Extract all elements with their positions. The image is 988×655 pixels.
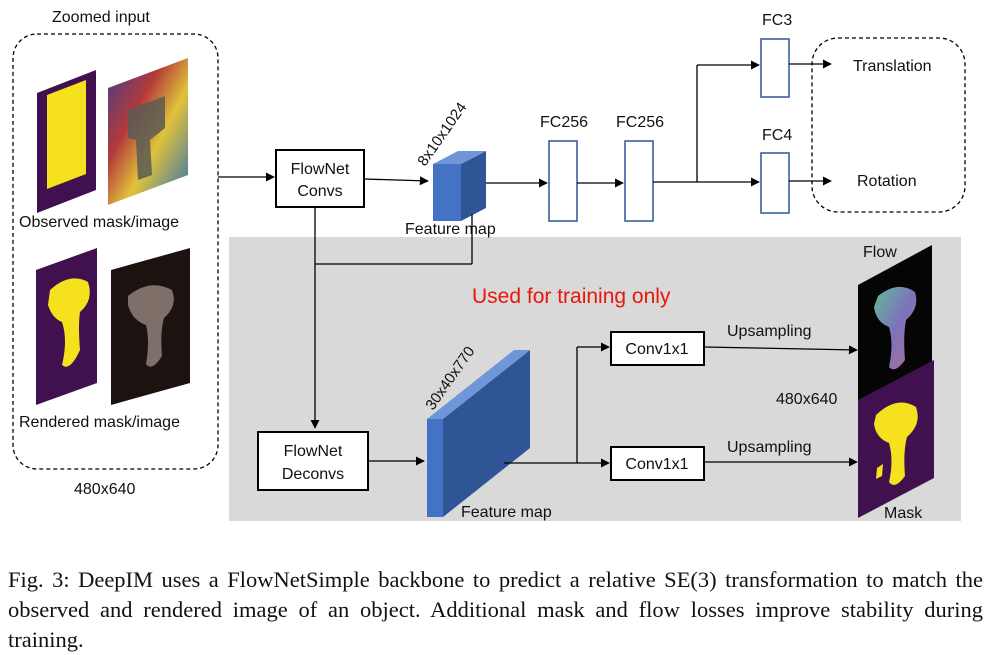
- output-size-label: 480x640: [776, 391, 837, 408]
- observed-photo-object: [128, 96, 165, 180]
- flownet-deconvs-box: [257, 431, 369, 491]
- fc3-label: FC3: [762, 12, 792, 29]
- figure-caption: Fig. 3: DeepIM uses a FlowNetSimple back…: [8, 567, 983, 652]
- input-group-box: [12, 33, 219, 470]
- upsampling-top-label: Upsampling: [727, 323, 811, 340]
- mask-label: Mask: [884, 505, 923, 522]
- observed-label: Observed mask/image: [19, 214, 179, 231]
- feature-map-bottom-side: [443, 350, 530, 517]
- mask-output-object: [874, 402, 918, 485]
- flownet-convs-line1: FlowNet: [291, 161, 350, 178]
- feature-map-top-label: Feature map: [405, 221, 496, 238]
- fc256-a-label: FC256: [540, 114, 588, 131]
- translation-label: Translation: [853, 58, 932, 75]
- fc256-a-box: [548, 140, 578, 222]
- feature-map-bottom: [427, 419, 443, 517]
- arrow-upsample-top: [703, 345, 858, 355]
- flownet-convs-line2: Convs: [297, 183, 342, 200]
- feature-map-top-topface: [433, 151, 486, 164]
- rendered-label: Rendered mask/image: [19, 414, 180, 431]
- rotation-label: Rotation: [857, 173, 917, 190]
- conv1x1-bottom-label: Conv1x1: [625, 456, 688, 473]
- conv1x1-bottom-box: [610, 446, 705, 481]
- rendered-photo-object: [128, 285, 174, 367]
- conv1x1-top-label: Conv1x1: [625, 341, 688, 358]
- observed-mask-yellow: [47, 80, 86, 189]
- upsampling-bottom-label: Upsampling: [727, 439, 811, 456]
- zoomed-input-title: Zoomed input: [52, 9, 150, 26]
- fc4-box: [760, 152, 790, 214]
- flownet-deconvs-line1: FlowNet: [284, 443, 343, 460]
- fc4-label: FC4: [762, 127, 792, 144]
- feature-map-bottom-topface: [427, 350, 530, 419]
- training-only-banner: Used for training only: [472, 285, 671, 308]
- feature-map-top-side: [461, 151, 486, 221]
- feature-map-top: [433, 164, 461, 221]
- flownet-deconvs-line2: Deconvs: [282, 466, 344, 483]
- flownet-convs-box: [275, 149, 365, 208]
- flow-output-object: [874, 286, 917, 370]
- feature-map-bottom-label: Feature map: [461, 504, 552, 521]
- input-size-label: 480x640: [74, 481, 135, 498]
- mask-output-fragment: [876, 464, 883, 479]
- fc256-b-box: [624, 140, 654, 222]
- rendered-mask-yellow: [48, 278, 90, 367]
- fc3-box: [760, 38, 790, 98]
- outputs-group-box: [811, 37, 966, 213]
- conv1x1-top-box: [610, 331, 705, 366]
- fc256-b-label: FC256: [616, 114, 664, 131]
- arrow-convs-to-featuremap: [363, 176, 429, 186]
- flow-label: Flow: [863, 244, 897, 261]
